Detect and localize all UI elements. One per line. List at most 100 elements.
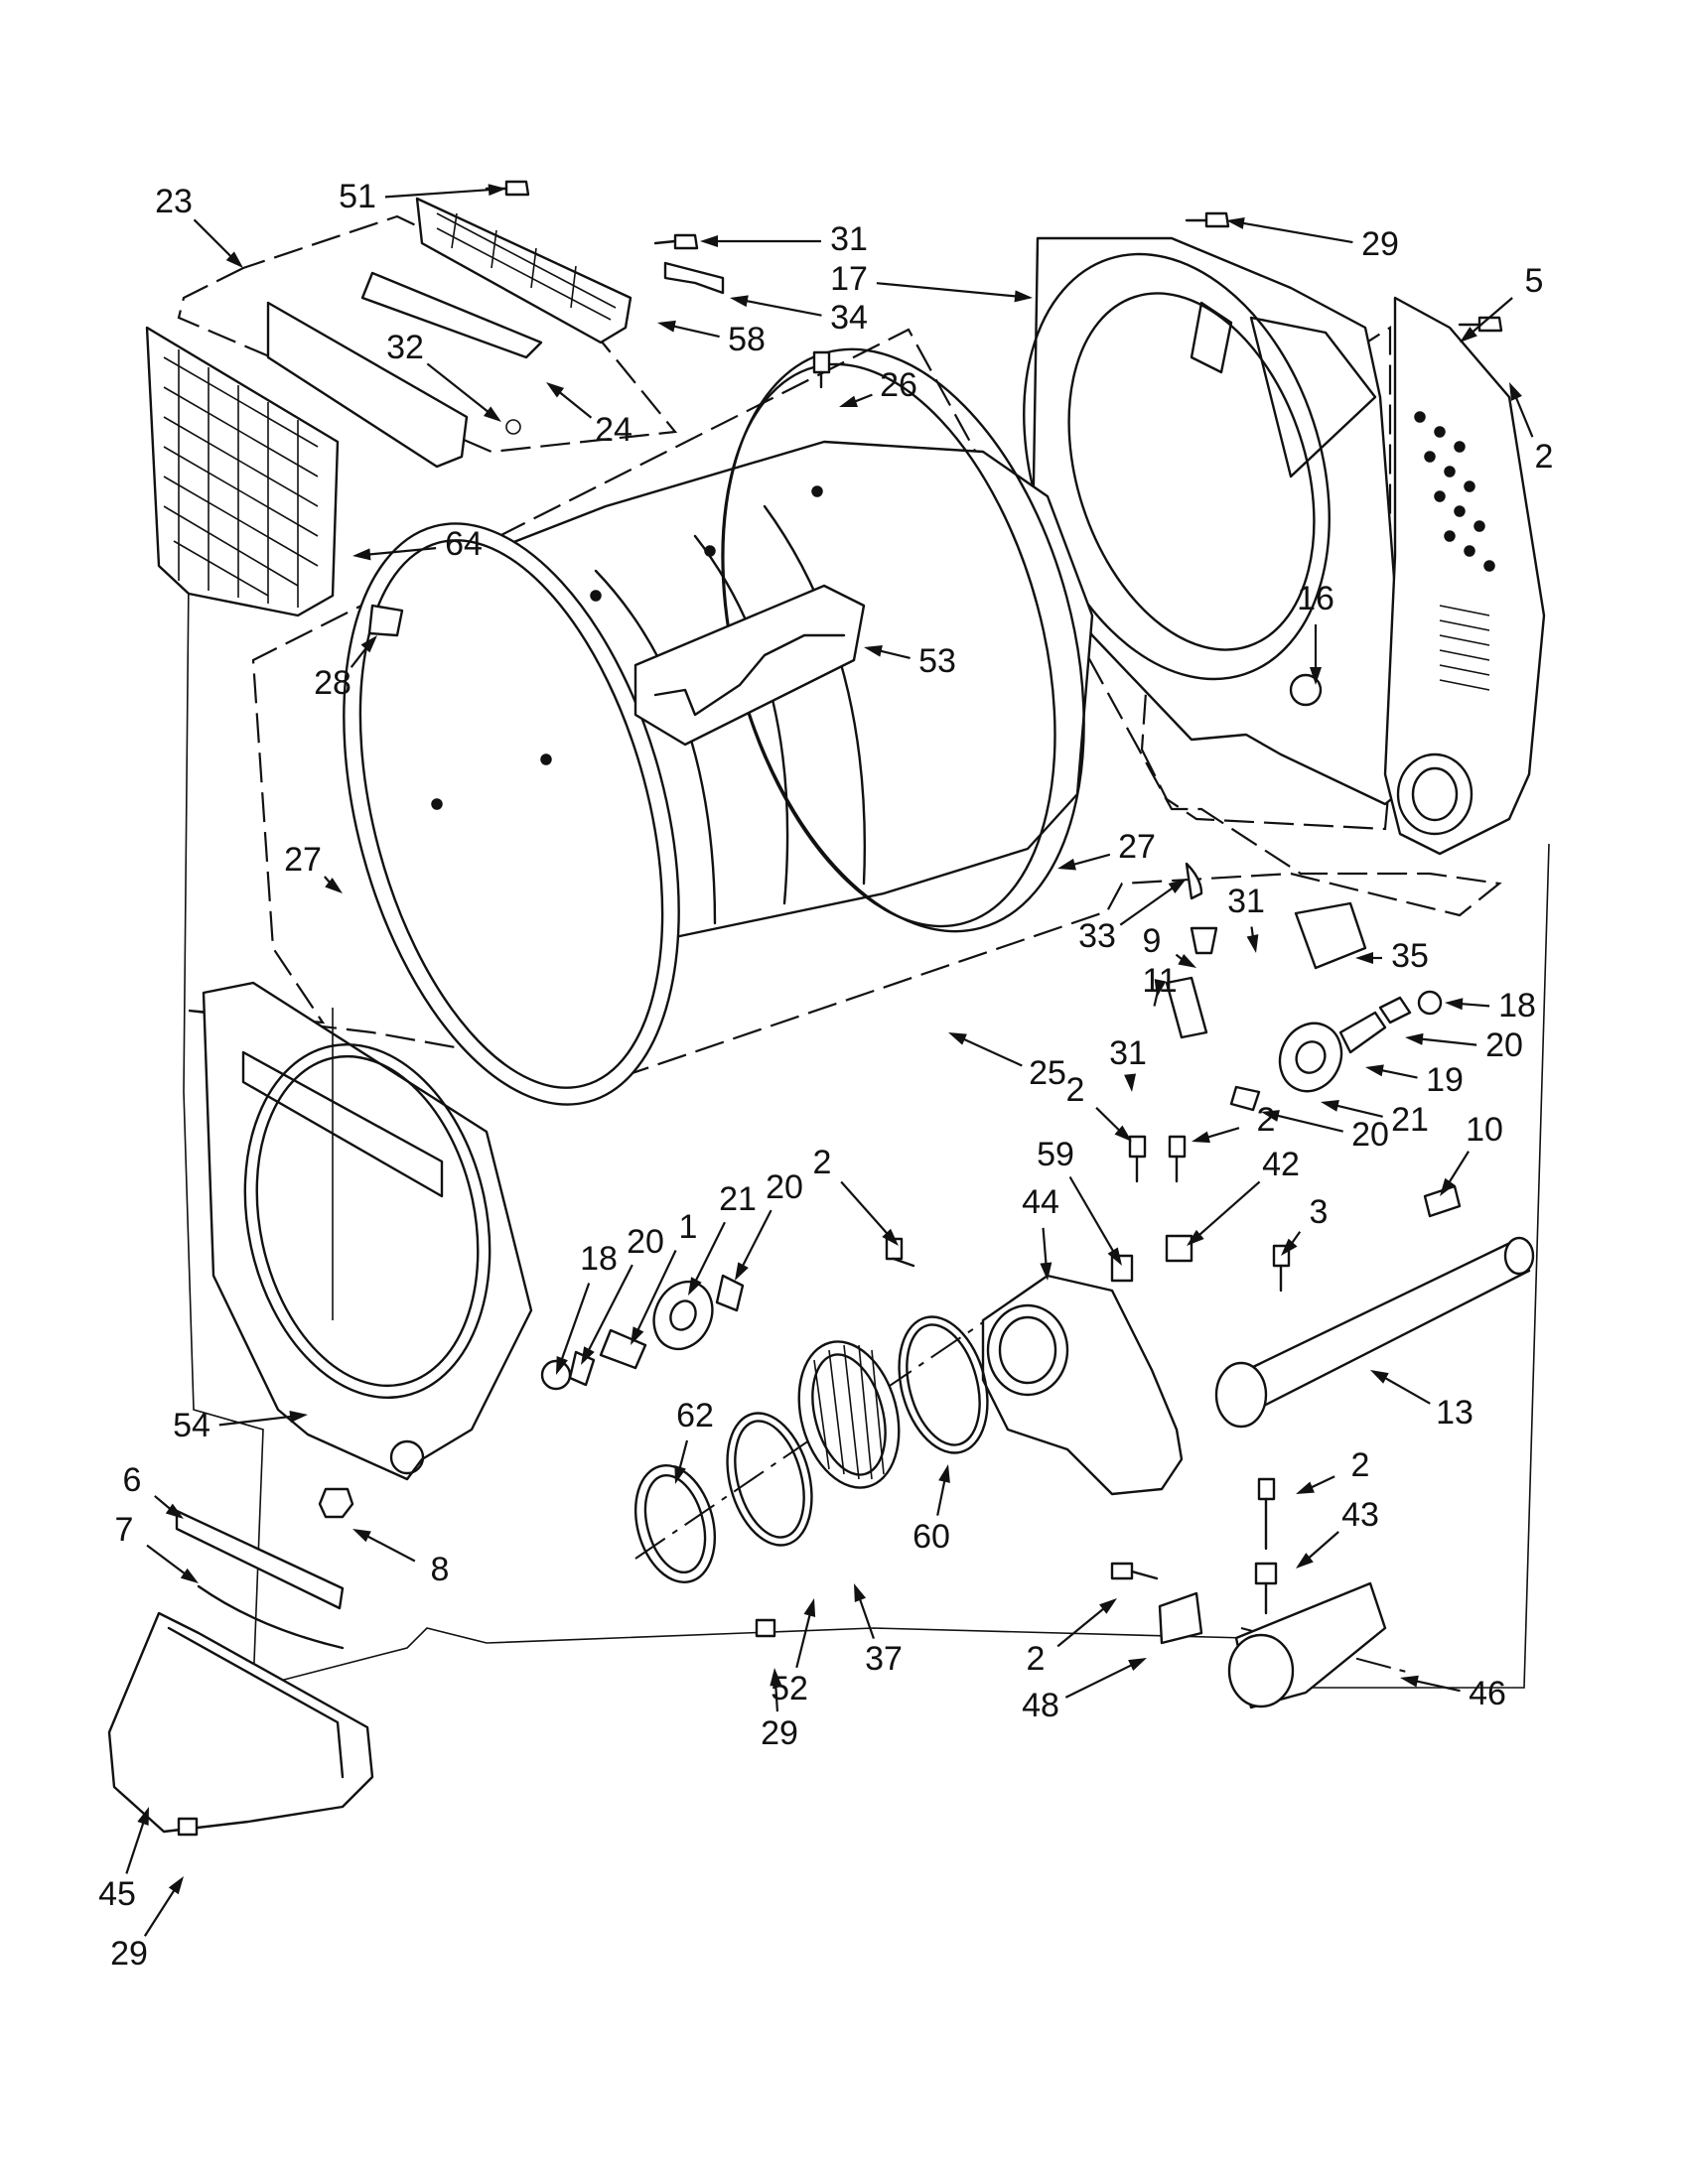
callout-29-arrowhead: [1226, 217, 1245, 229]
callout-46-arrowhead: [1400, 1675, 1419, 1688]
screw-26: [812, 350, 831, 389]
callout-60-leader: [936, 1477, 946, 1516]
callout-43-label: 43: [1341, 1496, 1379, 1534]
callout-13-arrowhead: [1370, 1370, 1389, 1384]
callout-5-leader: [1470, 297, 1513, 336]
callout-43-leader: [1306, 1531, 1339, 1562]
callout-53-label: 53: [918, 642, 956, 680]
callout-29-label: 29: [761, 1714, 798, 1752]
bracket-48: [1110, 1562, 1203, 1645]
callout-29-arrowhead: [770, 1668, 782, 1687]
callout-18-label: 18: [1498, 987, 1536, 1024]
callout-45-leader: [125, 1819, 146, 1874]
callout-27-arrowhead: [1057, 858, 1076, 871]
callout-33-label: 33: [1078, 917, 1116, 955]
front-bulkhead: [202, 981, 533, 1481]
callout-1-leader: [635, 1250, 677, 1333]
callout-10-leader: [1447, 1151, 1470, 1186]
callout-20-label: 20: [627, 1223, 664, 1261]
callout-21-arrowhead: [688, 1277, 702, 1296]
callout-31-label: 31: [1109, 1034, 1147, 1072]
callout-18-arrowhead: [1445, 998, 1464, 1011]
callout-18-arrowhead: [556, 1356, 568, 1375]
callout-48-arrowhead: [1128, 1658, 1147, 1672]
callout-1-label: 1: [679, 1208, 698, 1246]
callout-26-arrowhead: [839, 395, 858, 407]
callout-27-arrowhead: [325, 878, 343, 893]
callout-31-arrowhead: [1246, 934, 1259, 953]
callout-29-leader: [143, 1886, 177, 1937]
callout-58-arrowhead: [657, 320, 676, 333]
callout-54-leader: [218, 1415, 295, 1427]
callout-59-label: 59: [1037, 1136, 1074, 1173]
callout-34-label: 34: [830, 299, 868, 337]
callout-25-arrowhead: [948, 1032, 967, 1045]
callout-24-label: 24: [595, 411, 632, 449]
callout-2-label: 2: [1351, 1446, 1370, 1484]
callout-2-label: 2: [813, 1144, 832, 1181]
callout-42-arrowhead: [1187, 1229, 1204, 1246]
callout-9-label: 9: [1143, 922, 1162, 960]
bracket-59: [1110, 1254, 1134, 1283]
callout-31-arrowhead: [1124, 1073, 1137, 1092]
callout-37-leader: [857, 1595, 875, 1639]
callout-21-label: 21: [719, 1180, 757, 1218]
callout-53-arrowhead: [864, 644, 883, 657]
callout-2-leader: [1056, 1605, 1107, 1648]
callout-2-label: 2: [1535, 438, 1554, 476]
screw-29-blower: [755, 1618, 776, 1638]
callout-28-arrowhead: [360, 635, 377, 653]
callout-26-label: 26: [880, 366, 917, 404]
callout-20-label: 20: [1351, 1116, 1389, 1154]
seal-62: [633, 1464, 717, 1583]
callout-7-label: 7: [115, 1511, 134, 1549]
screw-43-group: [1254, 1477, 1278, 1615]
callout-19-leader: [1378, 1068, 1418, 1079]
callout-48-leader: [1064, 1662, 1135, 1699]
callout-18-label: 18: [580, 1240, 618, 1278]
callout-62-arrowhead: [674, 1465, 686, 1484]
exhaust-tube: [1214, 1236, 1535, 1429]
blower-housing: [981, 1274, 1184, 1496]
callout-6-arrowhead: [165, 1503, 184, 1519]
callout-2-arrowhead: [1296, 1481, 1315, 1494]
callout-11-arrowhead: [1154, 979, 1167, 998]
idler-assembly: [1165, 862, 1443, 1112]
callout-45-label: 45: [98, 1875, 136, 1913]
callout-34-leader: [743, 299, 822, 317]
callout-20-leader: [1418, 1037, 1477, 1046]
callout-48-label: 48: [1022, 1687, 1059, 1724]
callout-2-label: 2: [1257, 1101, 1276, 1139]
callout-33-arrowhead: [1168, 879, 1187, 893]
callout-34-arrowhead: [730, 295, 749, 308]
screw-29-top: [1185, 211, 1230, 228]
callout-29-label: 29: [1361, 225, 1399, 263]
callout-37-arrowhead: [854, 1583, 867, 1602]
callout-42-leader: [1195, 1180, 1261, 1238]
callout-16-label: 16: [1297, 580, 1334, 617]
callout-18-leader: [1458, 1002, 1490, 1008]
callout-8-label: 8: [431, 1551, 450, 1588]
heater-duct: [1383, 296, 1546, 856]
callout-16-arrowhead: [1310, 667, 1322, 685]
callout-2-arrowhead: [1509, 382, 1522, 401]
callout-28-leader: [350, 644, 369, 668]
callout-1-arrowhead: [631, 1326, 644, 1345]
lint-screen: [145, 326, 340, 617]
callout-58-label: 58: [728, 321, 766, 358]
ring-52: [726, 1412, 813, 1547]
callout-64-leader: [365, 547, 437, 556]
callout-35-arrowhead: [1355, 952, 1373, 964]
callout-17-arrowhead: [1014, 290, 1033, 303]
callout-13-label: 13: [1436, 1394, 1474, 1432]
lint-screen-housing: [266, 197, 632, 469]
callout-2-leader: [1204, 1127, 1240, 1140]
callout-11-label: 11: [1142, 962, 1177, 1000]
callout-2-leader: [840, 1180, 891, 1237]
nut-8: [318, 1487, 354, 1519]
callout-32-label: 32: [386, 329, 424, 366]
callout-2-arrowhead: [1192, 1131, 1210, 1144]
callout-28-label: 28: [314, 664, 351, 702]
callout-20-leader: [740, 1209, 772, 1270]
